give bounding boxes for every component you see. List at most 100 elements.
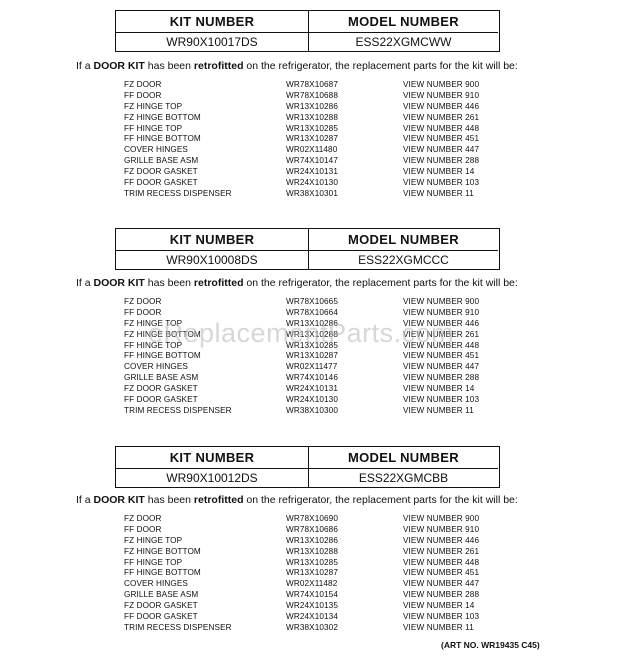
part-number: WR02X11477 [286,362,338,372]
view-number: VIEW NUMBER 103 [403,395,480,405]
part-name: FZ DOOR [124,514,162,523]
view-number: VIEW NUMBER 446 [403,318,480,328]
view-number: VIEW NUMBER 448 [403,123,480,133]
part-number: WR78X10690 [286,514,338,523]
view-number: VIEW NUMBER 261 [403,546,480,556]
part-number: WR13X10285 [286,123,338,133]
part-number: WR38X10302 [286,622,338,632]
model-number-header: MODEL NUMBER [308,447,498,468]
parts-list: FZ DOOR WR78X10687 VIEW NUMBER 900 FF DOOR W… [124,80,524,200]
view-number: VIEW NUMBER 11 [403,622,474,632]
part-number: WR38X10301 [286,188,338,198]
part-number: WR78X10688 [286,90,338,100]
view-number: VIEW NUMBER 900 [403,80,480,89]
view-number: VIEW NUMBER 446 [403,101,480,111]
part-number: WR78X10686 [286,524,338,534]
part-number: WR13X10287 [286,568,338,578]
part-number: WR24X10135 [286,601,338,611]
view-number: VIEW NUMBER 910 [403,524,480,534]
part-row: FZ DOOR WR78X10687 VIEW NUMBER 900 [124,80,524,91]
view-number: VIEW NUMBER 447 [403,579,480,589]
part-name: FZ DOOR [124,297,162,306]
kit-number-value: WR90X10008DS [116,250,308,269]
intro-text: If a DOOR KIT has been retrofitted on th… [76,277,518,289]
kit-number-value: WR90X10012DS [116,468,308,487]
part-name: FF DOOR [124,524,162,534]
part-name: FZ HINGE BOTTOM [124,329,201,339]
part-row: FF DOOR WR78X10686 VIEW NUMBER 910 [124,525,524,536]
part-row: COVER HINGES WR02X11477 VIEW NUMBER 447 [124,362,524,373]
part-number: WR13X10285 [286,557,338,567]
model-number-value: ESS22XGMCCC [308,250,498,269]
view-number: VIEW NUMBER 446 [403,535,480,545]
view-number: VIEW NUMBER 288 [403,590,480,600]
kit-table-3: KIT NUMBER MODEL NUMBER WR90X10012DS ESS… [115,446,500,488]
view-number: VIEW NUMBER 451 [403,134,480,144]
part-number: WR13X10287 [286,134,338,144]
model-number-value: ESS22XGMCWW [308,32,498,51]
part-name: GRILLE BASE ASM [124,156,199,166]
part-name: COVER HINGES [124,579,188,589]
part-number: WR13X10286 [286,101,338,111]
view-number: VIEW NUMBER 14 [403,384,475,394]
kit-table-1: KIT NUMBER MODEL NUMBER WR90X10017DS ESS… [115,10,500,52]
view-number: VIEW NUMBER 910 [403,307,480,317]
part-name: FF DOOR [124,307,162,317]
part-name: FF HINGE BOTTOM [124,134,201,144]
kit-number-header: KIT NUMBER [169,450,255,465]
part-name: FZ DOOR [124,80,162,89]
part-number: WR13X10285 [286,340,338,350]
view-number: VIEW NUMBER 288 [403,156,480,166]
part-name: FF DOOR [124,90,162,100]
part-row: TRIM RECESS DISPENSER WR38X10302 VIEW NUMB… [124,623,524,634]
part-name: FF HINGE BOTTOM [124,351,201,361]
part-number: WR13X10287 [286,351,338,361]
part-number: WR13X10288 [286,546,338,556]
part-number: WR78X10687 [286,80,338,89]
part-name: TRIM RECESS DISPENSER [124,622,232,632]
part-number: WR24X10134 [286,612,338,622]
part-row: FF HINGE BOTTOM WR13X10287 VIEW NUMBER 451 [124,134,524,145]
model-number-header: MODEL NUMBER [308,11,498,32]
part-name: FZ DOOR GASKET [124,167,198,177]
part-name: FF HINGE BOTTOM [124,568,201,578]
part-name: FF DOOR GASKET [124,395,198,405]
part-name: COVER HINGES [124,362,188,372]
part-name: FZ HINGE TOP [124,101,183,111]
part-name: GRILLE BASE ASM [124,590,199,600]
part-row: FF HINGE TOP WR13X10285 VIEW NUMBER 448 [124,124,524,135]
view-number: VIEW NUMBER 288 [403,373,480,383]
part-number: WR13X10288 [286,329,338,339]
part-name: GRILLE BASE ASM [124,373,199,383]
view-number: VIEW NUMBER 447 [403,362,480,372]
part-name: TRIM RECESS DISPENSER [124,405,232,415]
part-name: FZ HINGE TOP [124,535,183,545]
kit-table-2: KIT NUMBER MODEL NUMBER WR90X10008DS ESS… [115,228,500,270]
part-number: WR13X10288 [286,112,338,122]
view-number: VIEW NUMBER 447 [403,145,480,155]
kit-number-header: KIT NUMBER [169,14,255,29]
part-name: TRIM RECESS DISPENSER [124,188,232,198]
part-name: FF HINGE TOP [124,123,183,133]
part-name: FZ DOOR GASKET [124,601,198,611]
watermark: eReplacementParts.com [148,318,455,348]
